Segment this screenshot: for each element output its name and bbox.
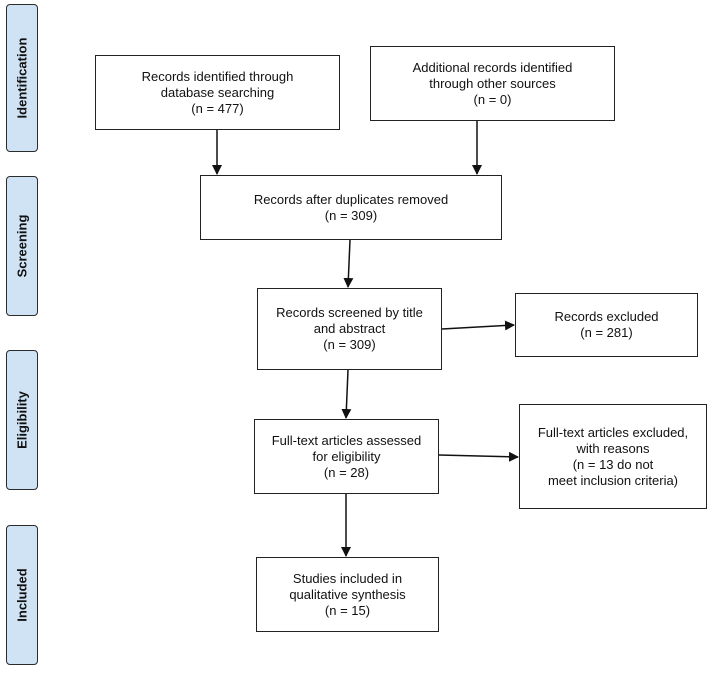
arrow-screened-to-excluded — [441, 320, 515, 331]
screened-box: Records screened by title and abstract (… — [257, 288, 442, 370]
phase-eligibility: Eligibility — [6, 350, 38, 490]
fulltext-excluded-text: Full-text articles excluded, with reason… — [537, 424, 689, 488]
phase-screening: Screening — [6, 176, 38, 316]
other-sources-text: Additional records identified through ot… — [412, 59, 573, 107]
excluded-box: Records excluded (n = 281) — [515, 293, 698, 357]
phase-identification: Identification — [6, 4, 38, 152]
fulltext-assessed-text: Full-text articles assessed for eligibil… — [271, 432, 422, 480]
other-sources-box: Additional records identified through ot… — [370, 46, 615, 121]
included-studies-text: Studies included in qualitative synthesi… — [289, 570, 406, 618]
arrow-duplicates-to-screened — [343, 239, 354, 288]
duplicates-removed-text: Records after duplicates removed (n = 30… — [253, 191, 449, 223]
arrow-screened-to-fulltext — [341, 369, 352, 419]
arrow-fulltext-to-excluded — [438, 451, 519, 462]
fulltext-excluded-box: Full-text articles excluded, with reason… — [519, 404, 707, 509]
database-records-text: Records identified through database sear… — [141, 68, 294, 116]
screened-text: Records screened by title and abstract (… — [276, 305, 423, 352]
duplicates-removed-box: Records after duplicates removed (n = 30… — [200, 175, 502, 240]
fulltext-assessed-box: Full-text articles assessed for eligibil… — [254, 419, 439, 494]
phase-included: Included — [6, 525, 38, 665]
excluded-text: Records excluded (n = 281) — [554, 309, 659, 340]
database-records-box: Records identified through database sear… — [95, 55, 340, 130]
included-studies-box: Studies included in qualitative synthesi… — [256, 557, 439, 632]
